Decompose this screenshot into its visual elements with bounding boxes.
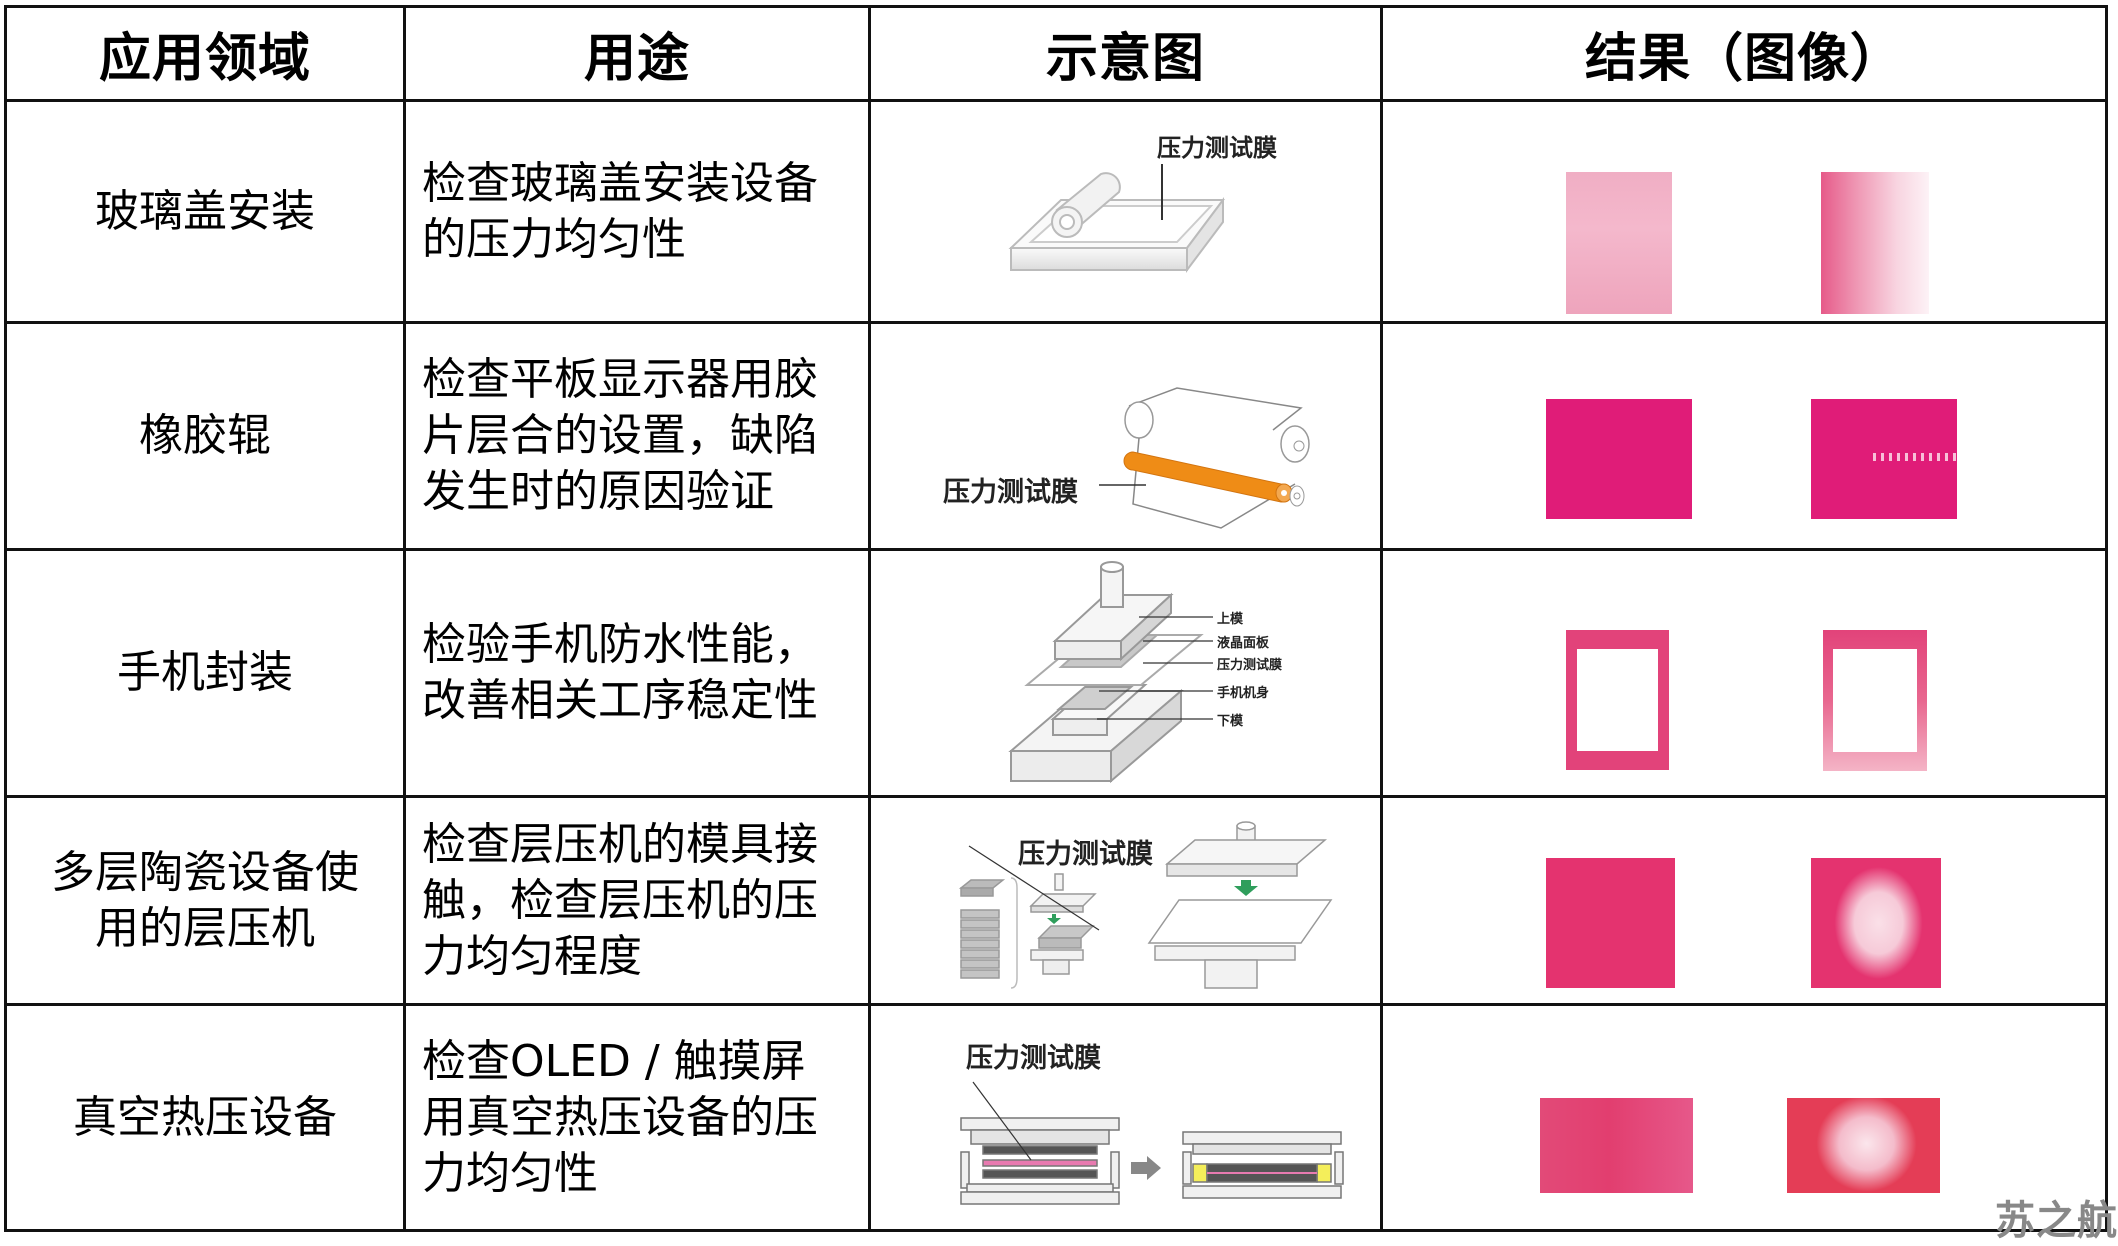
row-3-purpose: 检验手机防水性能， 改善相关工序稳定性 bbox=[406, 551, 868, 795]
result-image-normal bbox=[1566, 172, 1672, 314]
result-frame-defect bbox=[1823, 630, 1927, 771]
result-image-normal bbox=[1540, 1098, 1693, 1193]
field-label: 橡胶辊 bbox=[139, 410, 271, 461]
purpose-line: 片层合的设置，缺陷 bbox=[422, 410, 818, 461]
roller-frame-diagram-icon bbox=[1008, 164, 1225, 273]
diagram-label: 压力测试膜 bbox=[1157, 134, 1277, 162]
field-line: 多层陶瓷设备使 bbox=[51, 846, 359, 898]
diagram-label-pressure-film: 压力测试膜 bbox=[1217, 658, 1283, 673]
row-3-results bbox=[1383, 551, 2105, 795]
header-application-field: 应用领域 bbox=[98, 29, 311, 89]
result-image-normal bbox=[1546, 858, 1675, 988]
field-label: 手机封装 bbox=[117, 647, 293, 698]
rubber-roller-diagram-icon bbox=[1099, 387, 1310, 529]
purpose-line: 检验手机防水性能， bbox=[422, 619, 818, 670]
column-divider bbox=[403, 8, 406, 1229]
row-1-results bbox=[1383, 102, 2105, 321]
vacuum-hot-press-diagram-icon bbox=[960, 1081, 1344, 1205]
row-2-field: 橡胶辊 bbox=[7, 324, 403, 548]
row-divider bbox=[7, 548, 2105, 551]
laminator-diagram-icon bbox=[958, 821, 1333, 989]
column-divider bbox=[1380, 8, 1383, 1229]
purpose-line: 力均匀程度 bbox=[422, 930, 642, 982]
row-5-purpose: 检查OLED / 触摸屏 用真空热压设备的压 力均匀性 bbox=[406, 1006, 868, 1229]
diagram-label-upper-mold: 上模 bbox=[1217, 612, 1244, 627]
row-divider bbox=[7, 795, 2105, 798]
diagram-label-lcd-panel: 液晶面板 bbox=[1217, 636, 1270, 651]
row-4-field: 多层陶瓷设备使 用的层压机 bbox=[7, 798, 403, 1003]
purpose-line: 检查OLED / 触摸屏 bbox=[422, 1035, 806, 1087]
row-4-results bbox=[1383, 798, 2105, 1003]
purpose-line: 的压力均匀性 bbox=[422, 213, 686, 265]
row-5-diagram: 压力测试膜 bbox=[871, 1006, 1380, 1229]
row-5-field: 真空热压设备 bbox=[7, 1006, 403, 1229]
result-frame-normal bbox=[1566, 630, 1669, 770]
purpose-line: 检查平板显示器用胶 bbox=[422, 354, 818, 405]
field-line: 用的层压机 bbox=[95, 902, 315, 954]
diagram-label: 压力测试膜 bbox=[943, 477, 1078, 508]
row-3-diagram: 上模 液晶面板 压力测试膜 手机机身 下模 bbox=[871, 551, 1380, 795]
diagram-label: 压力测试膜 bbox=[966, 1043, 1101, 1074]
row-1-field: 玻璃盖安装 bbox=[7, 102, 403, 321]
row-2-diagram: 压力测试膜 bbox=[871, 324, 1380, 548]
row-3-field: 手机封装 bbox=[7, 551, 403, 795]
purpose-line: 发生时的原因验证 bbox=[422, 466, 774, 517]
purpose-line: 触，检查层压机的压 bbox=[422, 874, 818, 926]
purpose-line: 检查层压机的模具接 bbox=[422, 818, 818, 870]
diagram-label: 压力测试膜 bbox=[1018, 839, 1153, 870]
frame-inner bbox=[1833, 649, 1917, 752]
diagram-label-lower-mold: 下模 bbox=[1217, 714, 1244, 729]
row-divider bbox=[7, 99, 2105, 102]
defect-gaps bbox=[1873, 453, 1957, 461]
purpose-line: 改善相关工序稳定性 bbox=[422, 675, 818, 726]
purpose-line: 用真空热压设备的压 bbox=[422, 1091, 818, 1143]
header-diagram: 示意图 bbox=[1045, 29, 1205, 89]
header-result-images: 结果（图像） bbox=[1584, 29, 1903, 89]
result-image-defect bbox=[1811, 858, 1941, 988]
result-image-normal bbox=[1546, 399, 1692, 519]
row-4-purpose: 检查层压机的模具接 触，检查层压机的压 力均匀程度 bbox=[406, 798, 868, 1003]
row-1-purpose: 检查玻璃盖安装设备 的压力均匀性 bbox=[406, 102, 868, 321]
row-2-purpose: 检查平板显示器用胶 片层合的设置，缺陷 发生时的原因验证 bbox=[406, 324, 868, 548]
watermark: 苏之航 bbox=[1995, 1198, 2118, 1244]
result-image-defect bbox=[1787, 1098, 1940, 1193]
result-image-defect bbox=[1811, 399, 1957, 519]
field-label: 玻璃盖安装 bbox=[95, 185, 315, 237]
row-2-results bbox=[1383, 324, 2105, 548]
diagram-label-phone-body: 手机机身 bbox=[1217, 686, 1270, 701]
press-stack-diagram-icon bbox=[1008, 561, 1213, 784]
column-divider bbox=[868, 8, 871, 1229]
header-purpose: 用途 bbox=[583, 29, 690, 89]
row-divider bbox=[7, 321, 2105, 324]
row-divider bbox=[7, 1003, 2105, 1006]
pressure-film-application-table: 应用领域 用途 示意图 结果（图像） 玻璃盖安装 检查玻璃盖安装设备 的压力均匀… bbox=[4, 5, 2108, 1232]
row-5-results bbox=[1383, 1006, 2105, 1229]
field-label: 真空热压设备 bbox=[73, 1091, 337, 1143]
row-1-diagram: 压力测试膜 bbox=[871, 102, 1380, 321]
purpose-line: 检查玻璃盖安装设备 bbox=[422, 157, 818, 209]
result-image-defect bbox=[1821, 172, 1929, 314]
row-4-diagram: 压力测试膜 bbox=[871, 798, 1380, 1003]
purpose-line: 力均匀性 bbox=[422, 1147, 598, 1199]
